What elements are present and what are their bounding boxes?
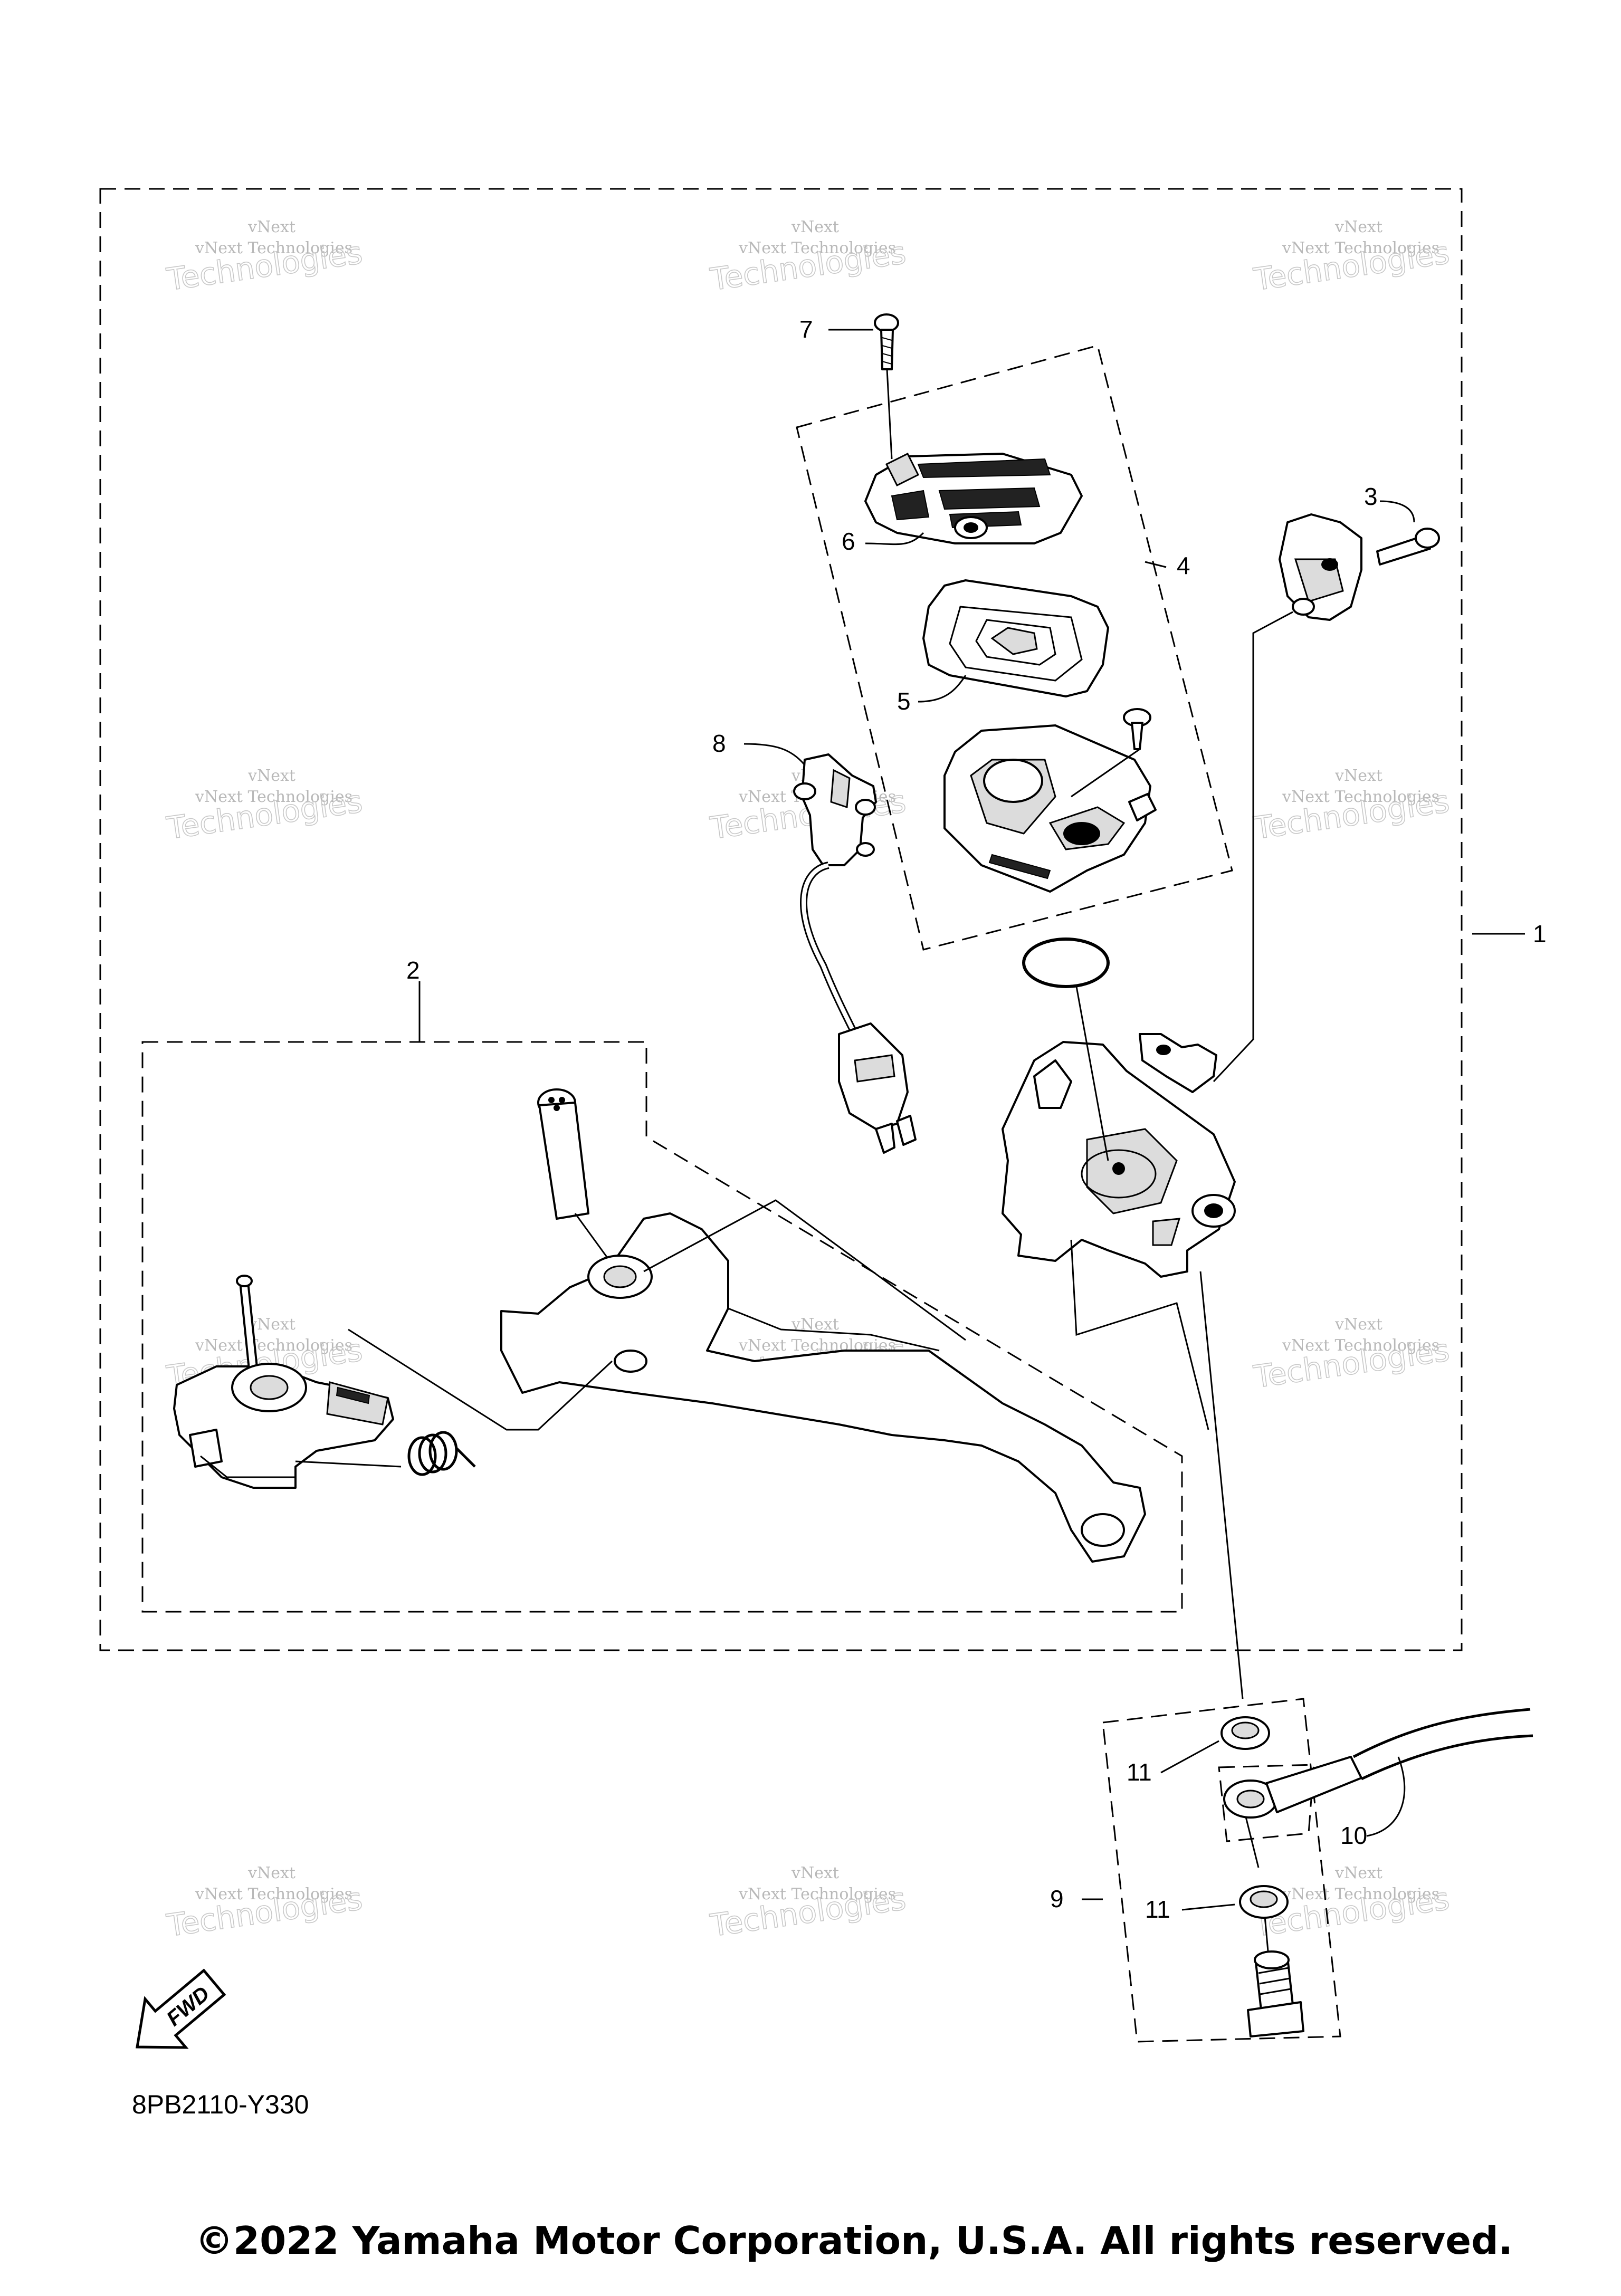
assembly-box-2 — [141, 1041, 1183, 1613]
connector-line — [1213, 611, 1293, 1083]
watermark: vNext vNext Technologies Technologies — [1251, 1315, 1452, 1395]
copyright-notice: ©2022 Yamaha Motor Corporation, U.S.A. A… — [195, 2218, 1513, 2263]
leader-line — [1379, 500, 1415, 523]
callout-1: 1 — [1533, 920, 1547, 948]
watermark: vNext vNext Technologies Technologies — [708, 218, 909, 298]
svg-text:vNext Technologies: vNext Technologies — [1282, 1336, 1439, 1355]
part-code: 8PB2110-Y330 — [132, 2090, 309, 2119]
watermark: vNext vNext Technologies Technologies — [164, 1864, 365, 1944]
connector-line — [643, 1199, 966, 1341]
watermark: vNext vNext Technologies Technologies — [1251, 218, 1452, 298]
o-ring — [1022, 937, 1110, 988]
reservoir-cap — [864, 452, 1083, 544]
callout-11: 11 — [1127, 1758, 1152, 1786]
connector-line — [1071, 748, 1140, 798]
callout-2: 2 — [406, 956, 420, 984]
svg-text:vNext Technologies: vNext Technologies — [195, 1336, 352, 1355]
leader-line — [1160, 1740, 1219, 1774]
return-spring — [407, 1431, 476, 1476]
connector-line — [348, 1328, 613, 1431]
callout-4: 4 — [1177, 552, 1190, 579]
svg-text:vNext: vNext — [1334, 1315, 1382, 1334]
lever-pin — [537, 1088, 589, 1220]
svg-text:vNext Technologies: vNext Technologies — [1282, 239, 1439, 257]
assembly-box-9 — [1102, 1698, 1341, 2043]
svg-text:vNext Technologies: vNext Technologies — [195, 1885, 352, 1903]
reservoir-screw — [1123, 708, 1151, 750]
svg-text:vNext Technologies: vNext Technologies — [1282, 1885, 1439, 1903]
leader-line — [1366, 1756, 1406, 1837]
handlebar-clamp — [1279, 513, 1440, 621]
watermark: vNext vNext Technologies Technologies — [1251, 767, 1452, 847]
svg-text:vNext: vNext — [247, 1864, 295, 1882]
watermark: vNext vNext Technologies Technologies — [164, 767, 365, 847]
callout-10: 10 — [1340, 1822, 1367, 1849]
connector-line — [1075, 986, 1109, 1161]
callout-9: 9 — [1050, 1885, 1064, 1912]
master-cylinder-body — [1002, 1033, 1236, 1278]
svg-text:vNext Technologies: vNext Technologies — [195, 788, 352, 806]
svg-text:vNext Technologies: vNext Technologies — [738, 1885, 896, 1903]
watermark: vNext vNext Technologies Technologies — [164, 218, 365, 298]
connector-line — [886, 369, 893, 460]
callout-5: 5 — [897, 687, 911, 715]
svg-text:vNext Technologies: vNext Technologies — [738, 239, 896, 257]
callout-8: 8 — [712, 730, 726, 757]
svg-text:vNext Technologies: vNext Technologies — [1282, 788, 1439, 806]
svg-text:vNext: vNext — [1334, 767, 1382, 785]
callout-3: 3 — [1364, 483, 1378, 510]
leader-line — [918, 675, 967, 703]
connector-line — [1199, 1271, 1244, 1699]
svg-text:vNext: vNext — [1334, 218, 1382, 236]
copper-washer-top — [1220, 1716, 1270, 1750]
leader-line — [1145, 561, 1167, 568]
reservoir-diaphragm — [922, 579, 1109, 697]
union-bolt — [1247, 1950, 1304, 2037]
svg-text:vNext Technologies: vNext Technologies — [195, 239, 352, 257]
assembly-box-4 — [796, 345, 1233, 951]
callout-6: 6 — [842, 528, 855, 555]
connector-line — [295, 1460, 402, 1468]
copper-washer-bottom — [1239, 1885, 1289, 1919]
leader-line — [865, 532, 924, 546]
svg-text:vNext: vNext — [1334, 1864, 1382, 1882]
callout-11: 11 — [1145, 1896, 1170, 1923]
connector-line — [1070, 1239, 1209, 1430]
leader-line — [743, 743, 806, 766]
callout-7: 7 — [799, 315, 813, 343]
brake-hose — [1223, 1708, 1533, 1819]
adjuster-assembly — [173, 1275, 394, 1489]
reservoir-body — [943, 724, 1157, 893]
brake-switch — [793, 753, 917, 1154]
forward-arrow-icon: FWD — [136, 1968, 226, 2049]
watermark: vNext vNext Technologies Technologies — [708, 1864, 909, 1944]
svg-text:vNext: vNext — [247, 218, 295, 236]
svg-text:vNext: vNext — [247, 767, 295, 785]
svg-text:vNext: vNext — [247, 1315, 295, 1334]
cap-screw — [874, 313, 899, 370]
brake-lever — [500, 1212, 1146, 1563]
inner-box-10 — [1218, 1764, 1315, 1842]
leader-line — [1181, 1903, 1235, 1911]
assembly-box-1 — [99, 188, 1463, 1651]
svg-text:vNext: vNext — [791, 1864, 839, 1882]
svg-text:vNext: vNext — [791, 218, 839, 236]
